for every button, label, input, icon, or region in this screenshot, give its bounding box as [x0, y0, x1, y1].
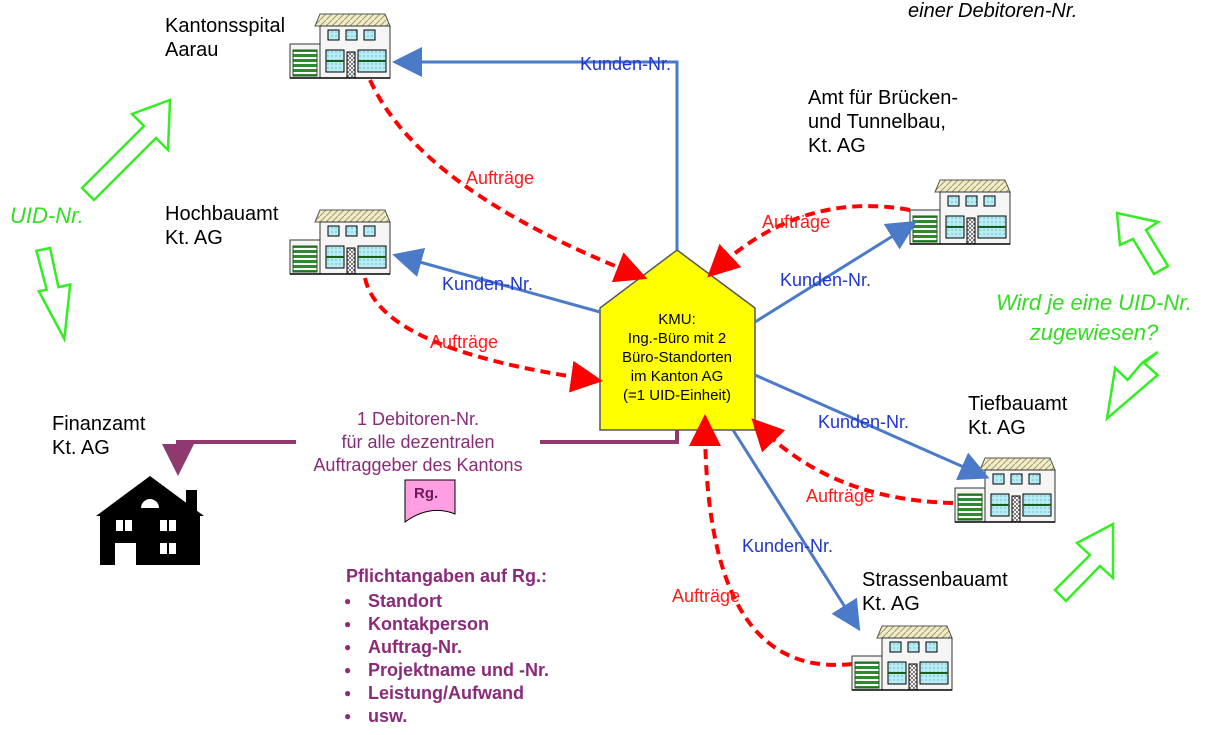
list-item: Kontakperson [340, 613, 549, 636]
uid-arrows [34, 98, 1170, 603]
node-hochbauamt: Hochbauamt Kt. AG [165, 202, 278, 250]
corner-note: einer Debitoren-Nr. [908, 0, 1078, 22]
house-icon-finanzamt [96, 476, 204, 565]
auftraege-label-tiefbauamt: Aufträge [806, 486, 875, 506]
list-item: Leistung/Aufwand [340, 682, 549, 705]
pflicht-list: Standort Kontakperson Auftrag-Nr. Projek… [340, 590, 549, 728]
node-strassenbauamt: Strassenbauamt Kt. AG [862, 568, 1008, 616]
node-amt-bruecken-line3: Kt. AG [808, 135, 866, 157]
auftraege-label-hochbauamt: Aufträge [430, 332, 499, 352]
kunden-nr-label-hochbauamt: Kunden-Nr. [442, 274, 534, 294]
node-amt-bruecken-line2: und Tunnelbau, [808, 111, 946, 133]
auftraege-label-strassenbauamt: Aufträge [672, 586, 741, 606]
node-hochbauamt-line2: Kt. AG [165, 227, 223, 249]
auftraege-arrows [363, 79, 954, 667]
center-line2: Ing.-Büro mit 2 [627, 330, 727, 347]
list-item: Standort [340, 590, 549, 613]
house-icon-tiefbauamt [954, 457, 1056, 523]
house-icon-hochbauamt [289, 209, 391, 275]
kunden-nr-label-kantonsspital: Kunden-Nr. [580, 54, 672, 74]
house-icon-kantonsspital [289, 13, 391, 79]
node-hochbauamt-line1: Hochbauamt [165, 203, 279, 225]
kunden-nr-label-tiefbauamt: Kunden-Nr. [818, 412, 910, 432]
list-item: usw. [340, 705, 549, 728]
debitor-label: 1 Debitoren-Nr. für alle dezentralen Auf… [296, 408, 540, 477]
debitor-line3: Auftraggeber des Kantons [313, 455, 523, 475]
node-tiefbauamt-line1: Tiefbauamt [968, 393, 1068, 415]
center-line3: Büro-Standorten [621, 349, 733, 366]
node-kantonsspital-line2: Aarau [165, 39, 219, 61]
auftraege-label-kantonsspital: Aufträge [466, 168, 535, 188]
node-strassenbauamt-line1: Strassenbauamt [862, 569, 1008, 591]
kunden-nr-label-strassenbauamt: Kunden-Nr. [742, 536, 834, 556]
debitor-arrow [178, 430, 679, 468]
node-finanzamt-line1: Finanzamt [52, 413, 146, 435]
uid-right-line1: Wird je eine UID-Nr. [996, 290, 1192, 315]
node-finanzamt: Finanzamt Kt. AG [52, 412, 145, 460]
node-finanzamt-line2: Kt. AG [52, 437, 110, 459]
uid-right-line2: zugewiesen? [1029, 320, 1159, 345]
center-line1: KMU: [658, 311, 696, 328]
debitor-line2: für alle dezentralen [341, 432, 495, 452]
uid-left-label: UID-Nr. [10, 203, 84, 228]
rg-doc-label: Rg. [414, 485, 439, 502]
uid-right-label: Wird je eine UID-Nr. zugewiesen? [974, 288, 1214, 348]
list-item: Projektname und -Nr. [340, 659, 549, 682]
center-kmu-text: KMU: Ing.-Büro mit 2 Büro-Standorten im … [602, 310, 752, 405]
auftraege-label-amt-bruecken: Aufträge [762, 212, 831, 232]
center-line4: im Kanton AG [630, 368, 724, 385]
node-amt-bruecken-line1: Amt für Brücken- [808, 87, 959, 109]
house-icon-strassenbauamt [851, 625, 953, 691]
node-tiefbauamt-line2: Kt. AG [968, 417, 1026, 439]
node-kantonsspital-line1: Kantonsspital [165, 15, 286, 37]
invoice-doc-icon [404, 479, 456, 523]
house-icon-amt-bruecken [909, 179, 1011, 245]
pflicht-title: Pflichtangaben auf Rg.: [346, 566, 548, 586]
kunden-nr-arrows [392, 47, 990, 632]
node-kantonsspital: Kantonsspital Aarau [165, 14, 285, 62]
center-line5: (=1 UID-Einheit) [623, 387, 731, 404]
kunden-nr-label-amt-bruecken: Kunden-Nr. [780, 270, 872, 290]
node-strassenbauamt-line2: Kt. AG [862, 593, 920, 615]
debitor-line1: 1 Debitoren-Nr. [356, 409, 480, 429]
node-tiefbauamt: Tiefbauamt Kt. AG [968, 392, 1067, 440]
list-item: Auftrag-Nr. [340, 636, 549, 659]
node-amt-bruecken: Amt für Brücken- und Tunnelbau, Kt. AG [808, 86, 958, 158]
